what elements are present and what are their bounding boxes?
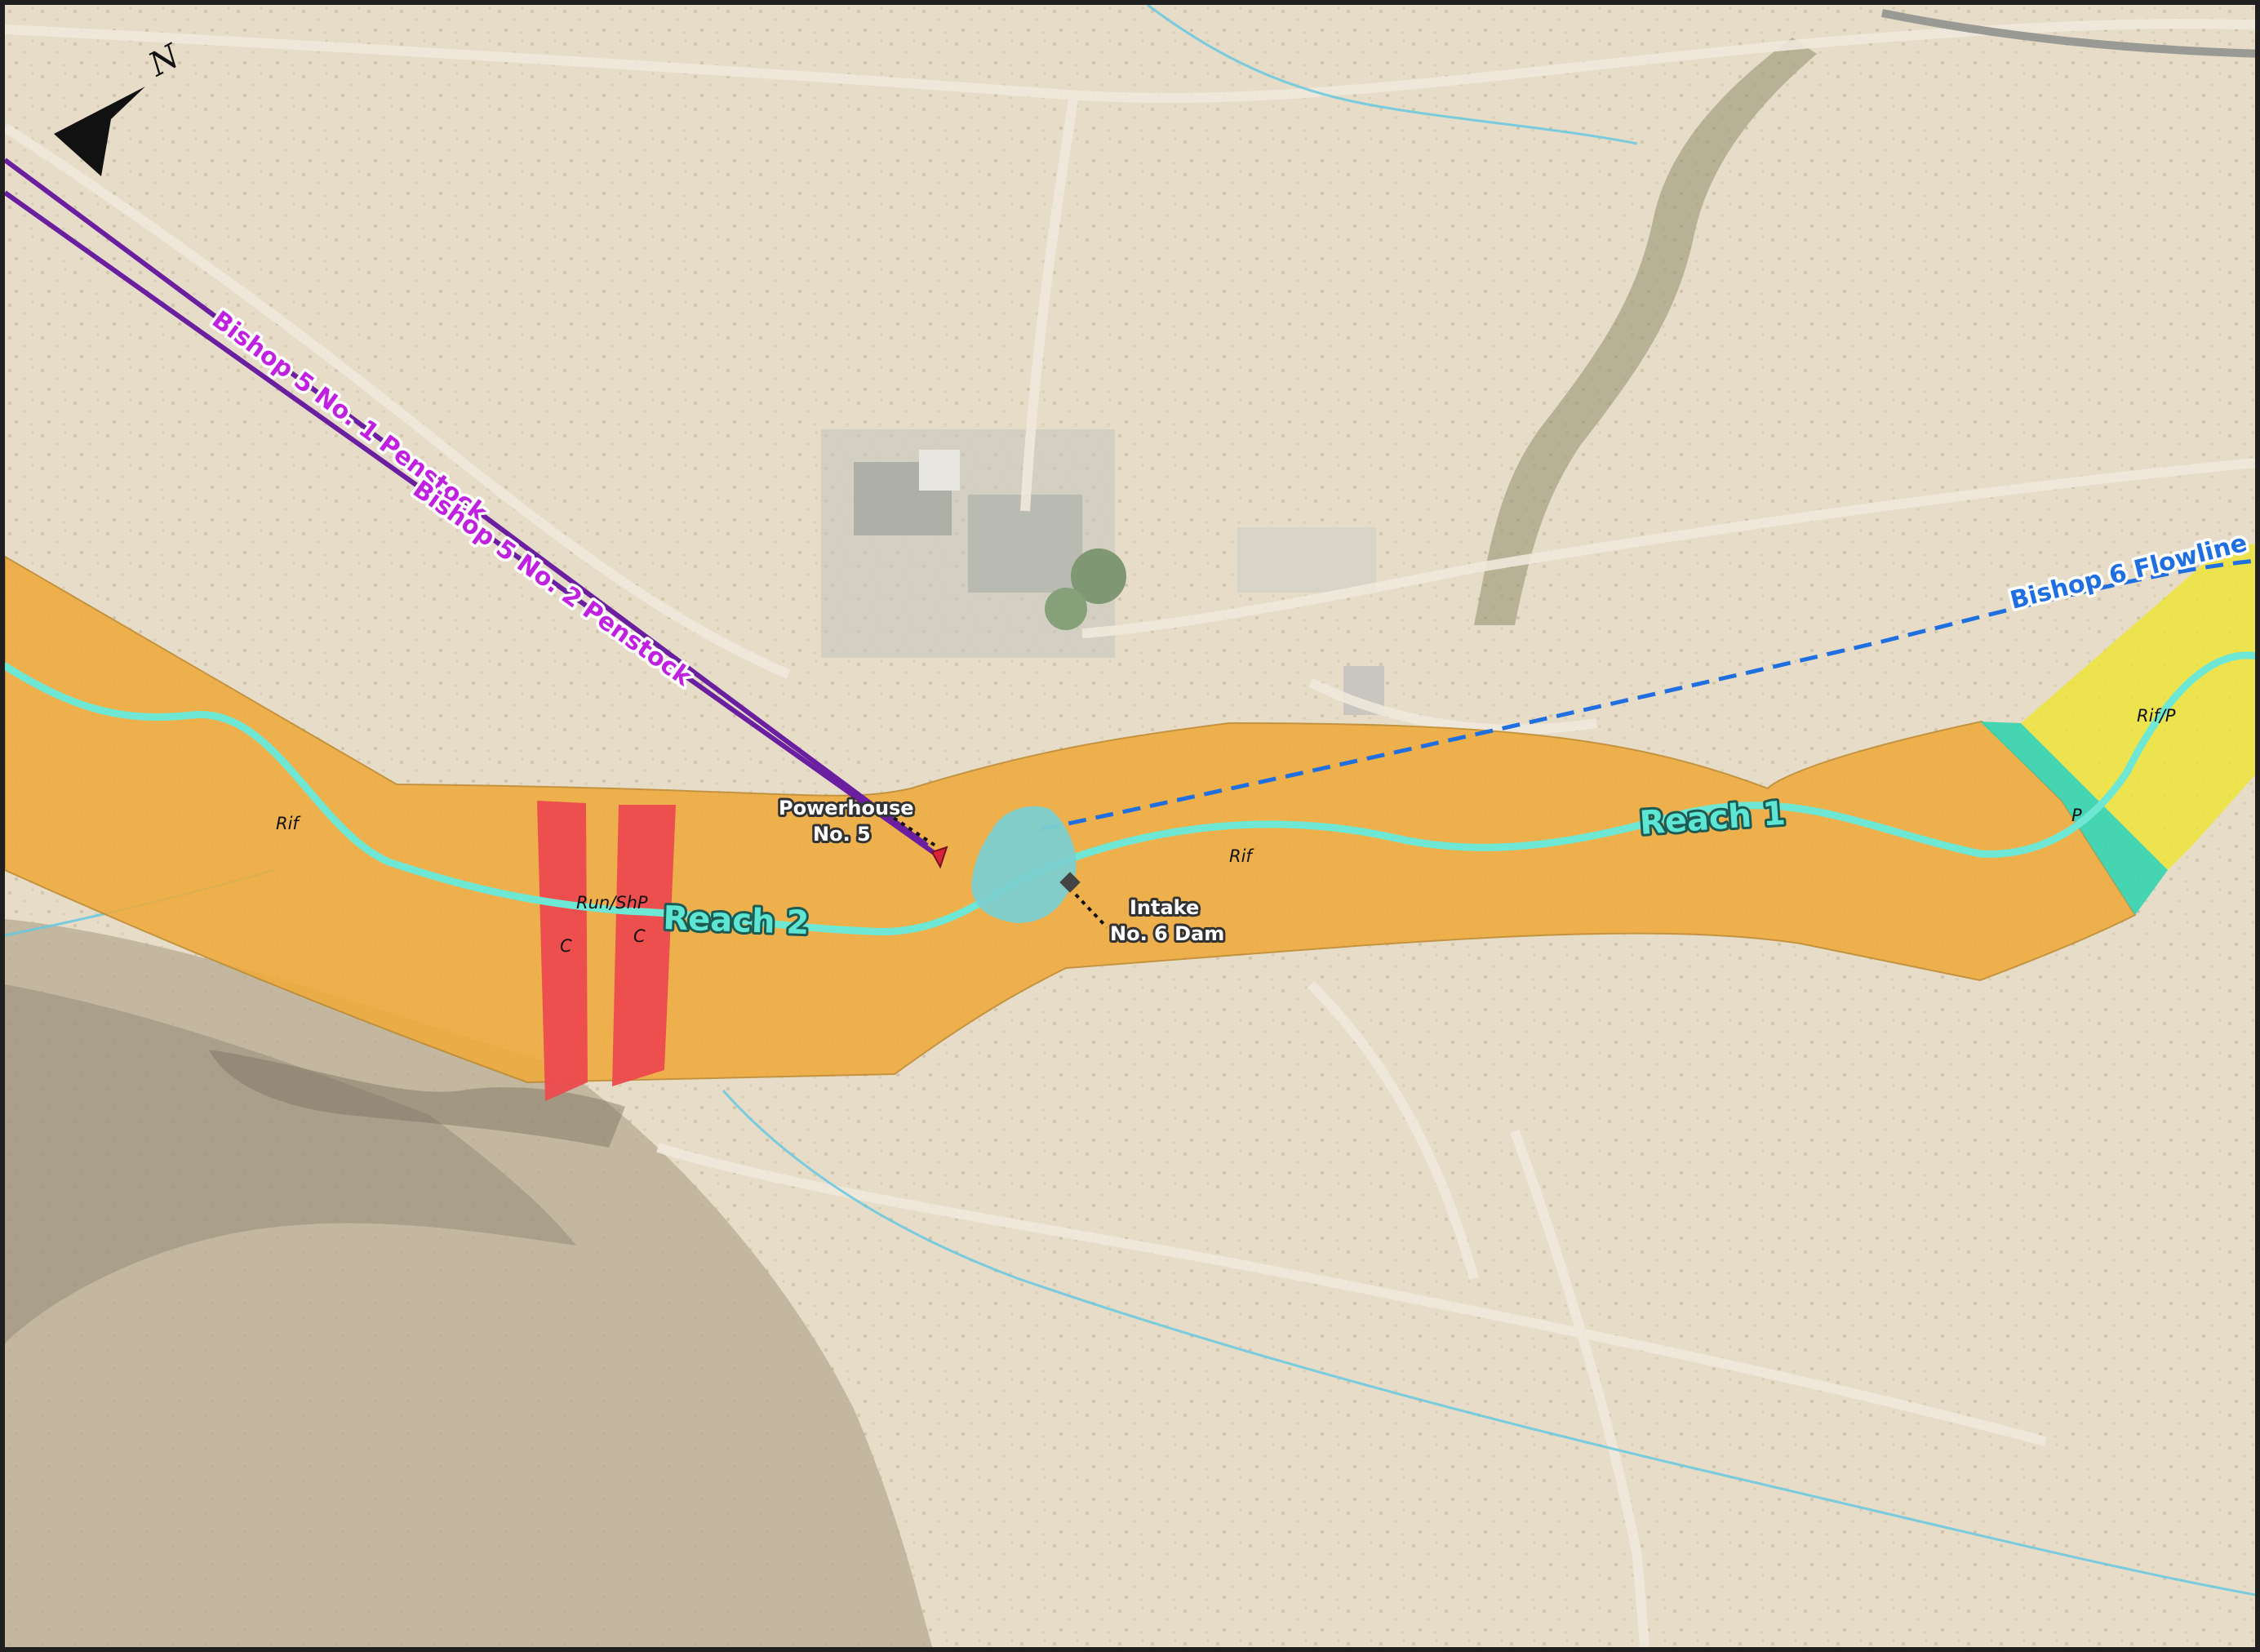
intake-label-line2: No. 6 Dam [1110,922,1224,945]
highway [1881,9,2255,58]
habitat-label-run-shp: Run/ShP [576,893,648,913]
north-arrow-icon [54,87,145,176]
flowline-line[interactable] [1041,558,2260,832]
habitat-label-rif-center: Rif [1229,846,1254,866]
habitat-label-rif-p-east: Rif/P [2137,706,2176,726]
powerhouse-marker[interactable] [930,846,948,869]
intake-label-line1: Intake [1130,896,1199,919]
intake-pond[interactable] [971,806,1077,923]
penstock-lines[interactable] [5,158,937,856]
habitat-label-c-left: C [560,936,572,956]
hillside-shadow [5,984,576,1343]
cascade-zone-right[interactable] [612,805,676,1086]
substation-facility [821,429,1384,715]
penstock-2-line [5,190,937,856]
habitat-label-p-east: P [2071,806,2082,825]
reach-1-label: Reach 1 [1638,795,1787,842]
powerhouse-label-line2: No. 5 [813,823,871,846]
map-canvas[interactable]: N Bishop 5 No. 1 Penstock Bishop 5 No. 2… [5,5,2260,1652]
habitat-label-c-right: C [633,926,646,946]
penstock-1-line [5,158,929,848]
hillside-ridge [209,1050,625,1148]
pool-zone[interactable] [1980,722,2168,915]
reach-2-label: Reach 2 [663,899,810,942]
riffle-pool-zone[interactable] [2021,544,2260,870]
riparian-vegetation [1474,38,1817,625]
leader-lines [885,811,1108,929]
powerhouse-label-line1: Powerhouse [779,797,914,819]
cascade-zone-left[interactable] [537,801,588,1101]
habitat-label-rif-west: Rif [276,814,301,833]
hillside [5,919,933,1647]
